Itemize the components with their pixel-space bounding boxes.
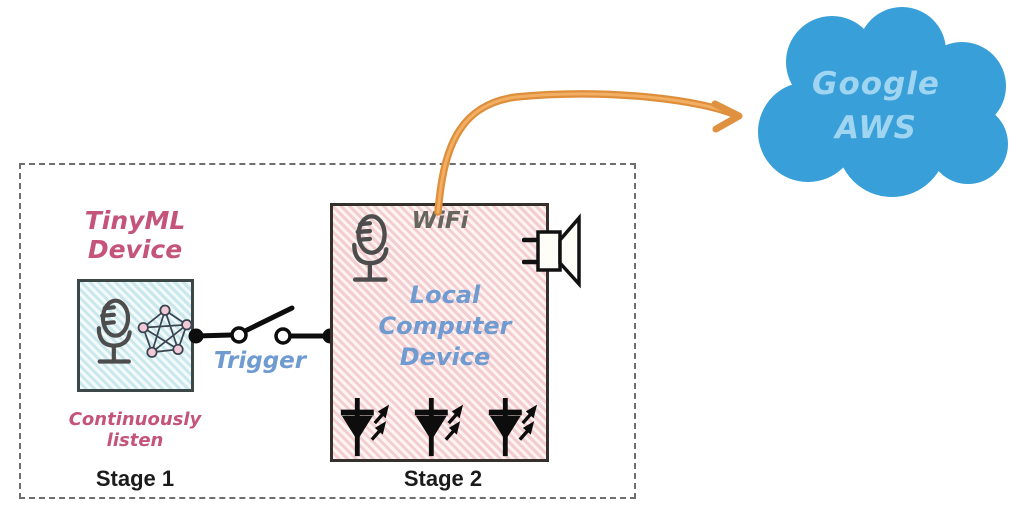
continuously-listen-caption: Continuously listen [55, 409, 215, 451]
curved-arrow-icon [434, 90, 743, 216]
stage1-label: Stage 1 [95, 466, 175, 491]
neural-network-icon [137, 304, 193, 358]
tinyml-device-title: TinyML Device [65, 206, 205, 264]
cloud-shape [758, 7, 1008, 197]
local-computer-title: Local Computer Device [355, 280, 535, 373]
cloud-label-line1: Google [812, 66, 940, 102]
led-icon [488, 397, 538, 457]
junction-dot-left [188, 328, 204, 344]
device-pipeline-boundary [19, 163, 636, 499]
tinyml-title-line2: Device [87, 235, 183, 264]
microphone-icon [352, 214, 389, 282]
caption-line2: listen [106, 430, 164, 451]
microphone-icon [96, 298, 132, 364]
tinyml-title-line1: TinyML [84, 206, 186, 235]
stage2-label: Stage 2 [403, 466, 483, 491]
led-icon [414, 397, 464, 457]
caption-line1: Continuously [68, 409, 202, 430]
lcd-title-line3: Device [399, 343, 491, 371]
lcd-title-line1: Local [409, 281, 481, 309]
trigger-label: Trigger [213, 348, 307, 374]
lcd-title-line2: Computer [378, 312, 512, 340]
speaker-icon [522, 213, 581, 289]
led-icon [340, 397, 390, 457]
cloud-label-line2: AWS [835, 110, 917, 146]
